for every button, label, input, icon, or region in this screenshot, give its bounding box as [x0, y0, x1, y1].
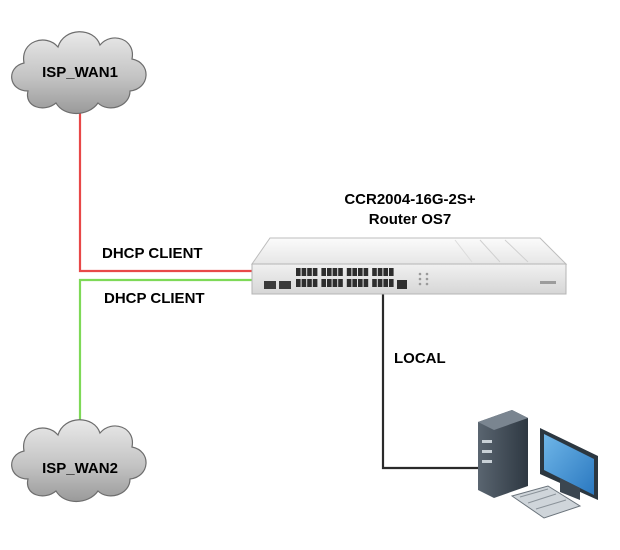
- ethernet-port: [352, 268, 357, 276]
- ethernet-port: [372, 279, 377, 287]
- ethernet-port: [346, 268, 352, 276]
- ethernet-port: [338, 279, 343, 287]
- ethernet-port: [321, 268, 326, 276]
- ethernet-port: [307, 268, 312, 276]
- ethernet-port: [296, 279, 301, 287]
- ethernet-port: [383, 279, 388, 287]
- link-local-line: [381, 288, 478, 470]
- ethernet-port: [346, 279, 352, 287]
- ethernet-port: [363, 268, 369, 276]
- link-wan1-line: [78, 112, 252, 273]
- router-model-label: CCR2004-16G-2S+: [344, 191, 476, 208]
- isp-wan2-label: ISP_WAN2: [42, 460, 118, 477]
- link-wan2-label: DHCP CLIENT: [104, 290, 205, 307]
- ethernet-port: [363, 279, 369, 287]
- ethernet-port: [301, 279, 307, 287]
- router-os-label: Router OS7: [368, 211, 452, 228]
- ethernet-port: [338, 268, 343, 276]
- ethernet-port: [307, 279, 312, 287]
- ethernet-port: [389, 279, 394, 287]
- ethernet-port: [352, 279, 357, 287]
- ethernet-port: [383, 268, 388, 276]
- ethernet-port: [301, 268, 307, 276]
- ethernet-port: [372, 268, 377, 276]
- ethernet-port: [358, 268, 363, 276]
- cloud-icon: [11, 419, 147, 503]
- link-local-label: LOCAL: [394, 350, 446, 367]
- cloud-icon: [11, 31, 147, 115]
- ethernet-port: [377, 279, 383, 287]
- link-wan1-label: DHCP CLIENT: [102, 245, 203, 262]
- ethernet-port: [312, 279, 318, 287]
- ethernet-port: [358, 279, 363, 287]
- desktop-computer-icon: [478, 410, 598, 519]
- ethernet-port: [321, 279, 326, 287]
- ethernet-port: [312, 268, 318, 276]
- link-wan2-line: [78, 278, 252, 420]
- ethernet-port: [296, 268, 301, 276]
- ethernet-port: [332, 268, 338, 276]
- ethernet-port: [327, 268, 332, 276]
- ethernet-port: [332, 279, 338, 287]
- ethernet-port: [377, 268, 383, 276]
- isp-wan1-label: ISP_WAN1: [42, 64, 118, 81]
- router-icon: [251, 237, 568, 295]
- ethernet-port: [389, 268, 394, 276]
- ethernet-port: [327, 279, 332, 287]
